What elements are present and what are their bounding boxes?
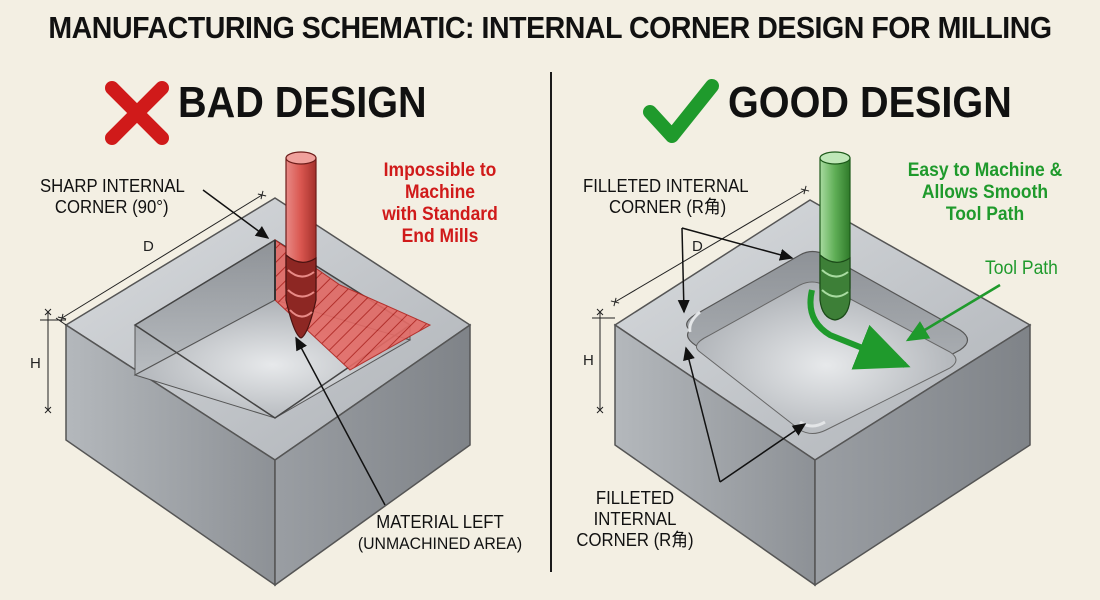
bad-design-heading: BAD DESIGN [178, 78, 427, 127]
good-dim-d: D [692, 238, 703, 255]
cross-icon [105, 81, 169, 145]
panel-divider [550, 72, 552, 572]
good-block [592, 151, 1032, 587]
bad-note: Impossible to Machine with Standard End … [382, 160, 498, 247]
check-icon [643, 79, 719, 143]
bad-dim-d: D [143, 238, 154, 255]
material-left-label: MATERIAL LEFT (UNMACHINED AREA) [357, 512, 523, 553]
good-note: Easy to Machine & Allows Smooth Tool Pat… [907, 160, 1063, 225]
bad-block [40, 151, 472, 587]
page-title: MANUFACTURING SCHEMATIC: INTERNAL CORNER… [48, 10, 1052, 45]
good-dim-h: H [583, 352, 594, 369]
tool-path-label: Tool Path [985, 258, 1058, 279]
sharp-corner-label: SHARP INTERNAL CORNER (90°) [40, 176, 185, 217]
filleted-corner-bottom-label: FILLETED INTERNAL CORNER (R角) [576, 488, 694, 550]
good-design-heading: GOOD DESIGN [728, 78, 1012, 127]
bad-dim-h: H [30, 355, 41, 372]
filleted-corner-top-label: FILLETED INTERNAL CORNER (R角) [583, 176, 749, 217]
